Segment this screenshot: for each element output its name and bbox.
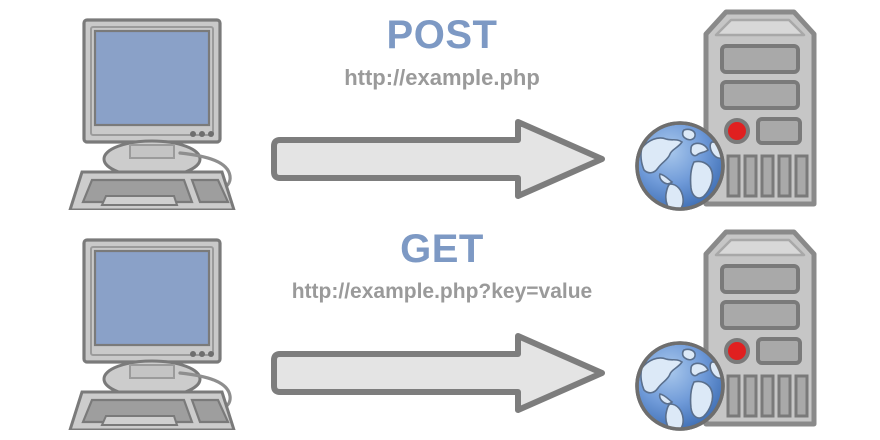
post-request-row: POST http://example.php <box>62 8 820 214</box>
method-label-post: POST <box>386 13 498 57</box>
server-tower-icon <box>703 9 817 207</box>
post-label-group: POST http://example.php <box>262 14 622 90</box>
globe-icon <box>635 121 725 211</box>
method-label-get: GET <box>400 227 484 271</box>
server-tower-get <box>700 228 820 428</box>
server-tower-post <box>700 8 820 208</box>
client-computer-get <box>62 230 262 430</box>
get-label-group: GET http://example.php?key=value <box>262 228 622 303</box>
request-arrow-post <box>268 118 608 200</box>
server-tower-icon <box>703 229 817 427</box>
globe-icon <box>635 341 725 431</box>
network-globe-post <box>632 118 728 214</box>
network-globe-get <box>632 338 728 434</box>
right-arrow-icon <box>271 333 605 413</box>
desktop-computer-icon <box>68 238 236 430</box>
get-request-row: GET http://example.php?key=value <box>0 220 880 440</box>
right-arrow-icon <box>271 119 605 199</box>
url-label-get: http://example.php?key=value <box>291 280 593 303</box>
client-computer-post <box>62 10 262 210</box>
desktop-computer-icon <box>68 18 236 210</box>
request-arrow-get <box>268 332 608 414</box>
url-label-post: http://example.php <box>344 65 540 90</box>
